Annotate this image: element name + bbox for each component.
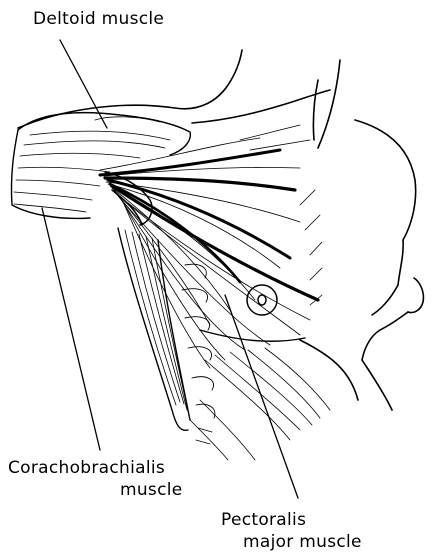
pectoralis-major-muscle xyxy=(100,125,322,368)
coracobrachialis-leader-line xyxy=(42,208,100,450)
deltoid-muscle xyxy=(11,113,190,219)
pectoralis-label-line2: major muscle xyxy=(243,532,362,553)
deltoid-leader-line xyxy=(60,40,107,128)
coracobrachialis-label-line2: muscle xyxy=(120,480,183,501)
deltoid-label: Deltoid muscle xyxy=(33,9,164,30)
coracobrachialis-label-line1: Corachobrachialis xyxy=(8,458,165,479)
pectoralis-label-line1: Pectoralis xyxy=(221,510,306,531)
lower-torso-hatching xyxy=(190,348,330,460)
